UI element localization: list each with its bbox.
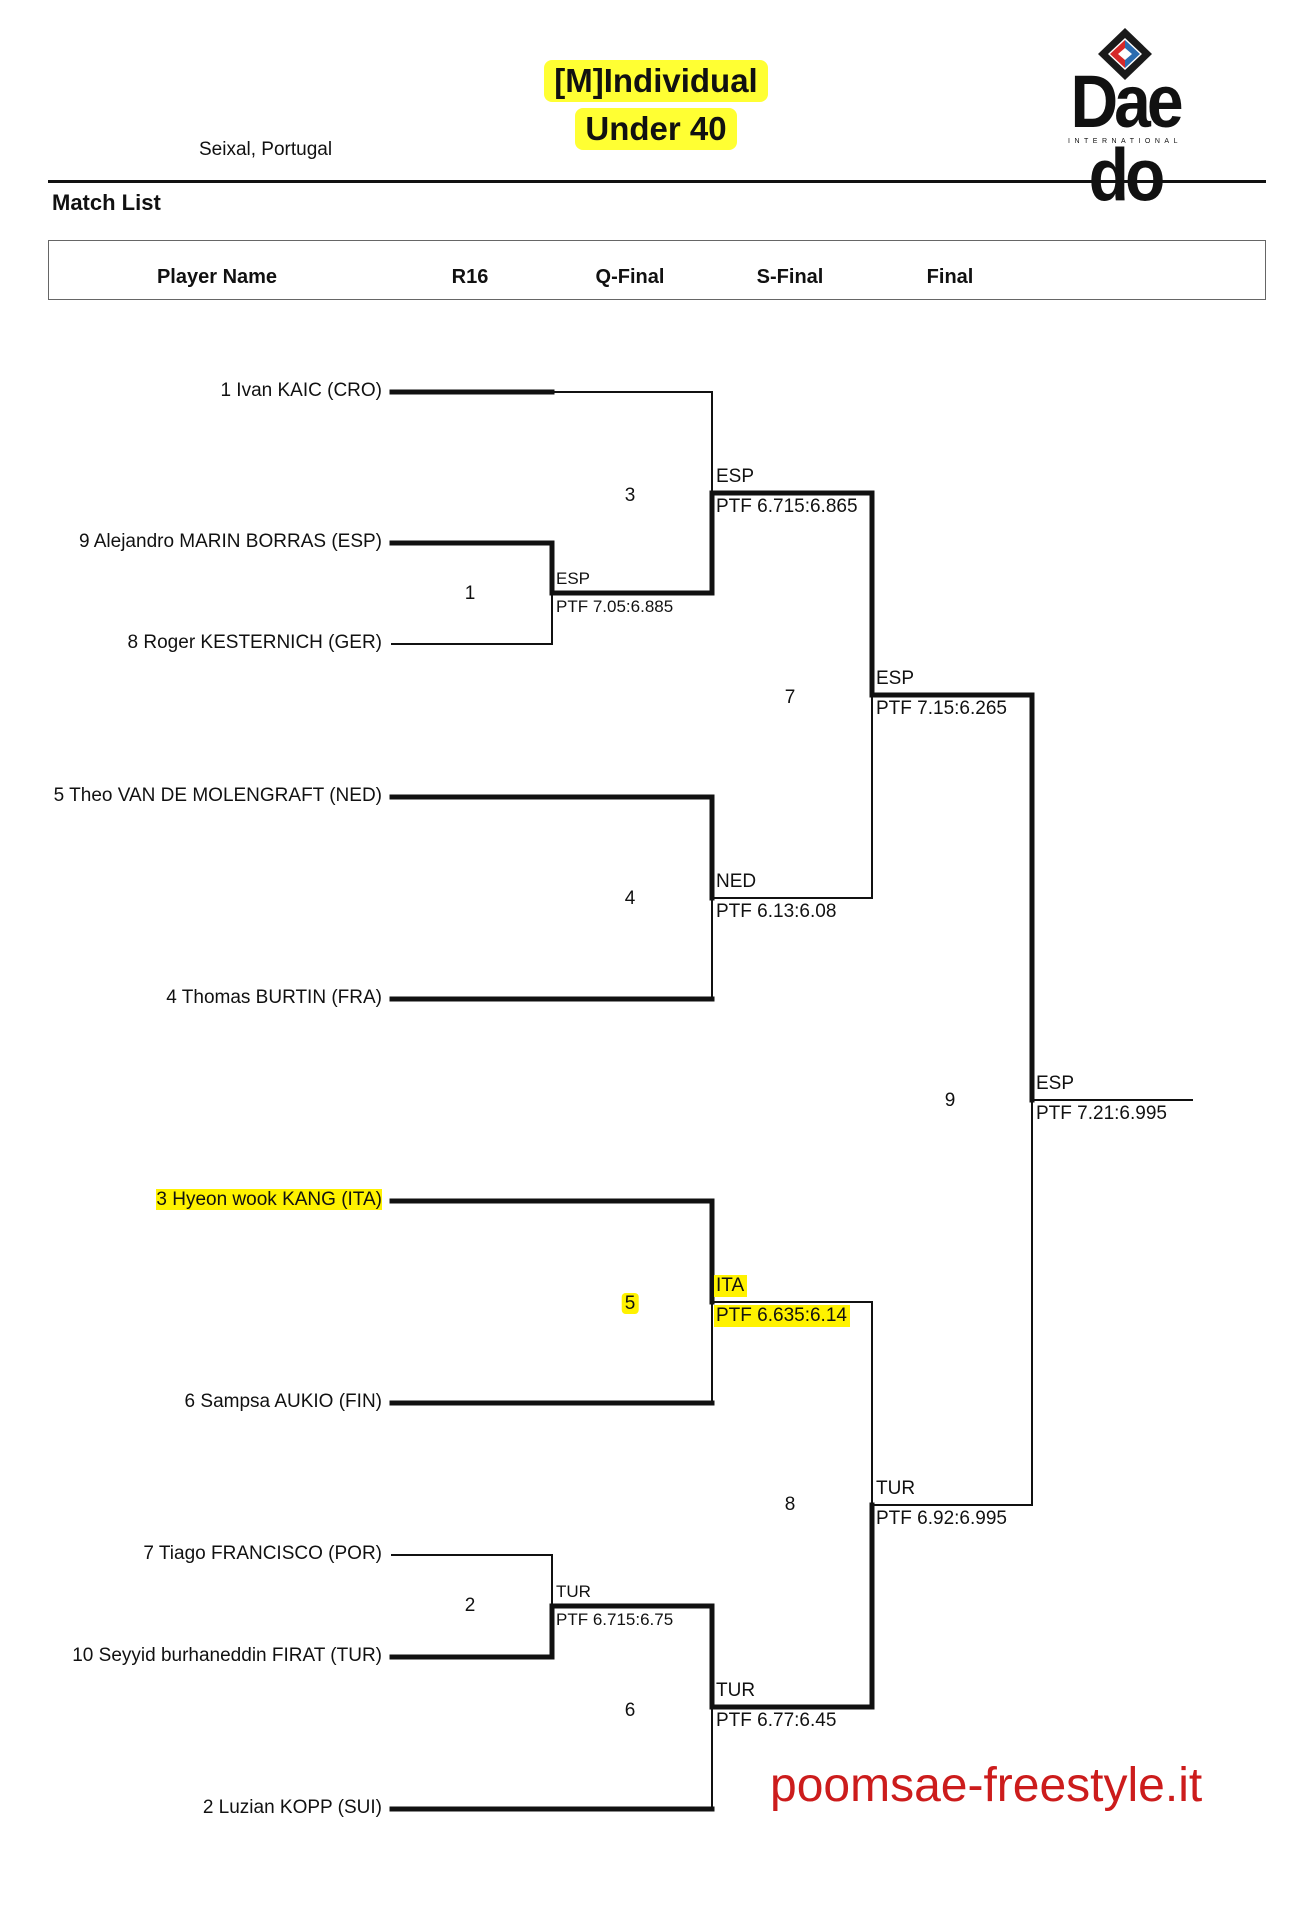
match-number: 9 <box>944 1090 956 1111</box>
match-score: PTF 7.05:6.885 <box>556 597 674 616</box>
venue-location: Seixal, Portugal <box>199 139 333 160</box>
match-score: PTF 6.715:6.75 <box>556 1610 674 1629</box>
daedo-logo: Dae do INTERNATIONAL <box>1036 26 1214 212</box>
match-winner: TUR <box>876 1478 916 1499</box>
player-entry: 10 Seyyid burhaneddin FIRAT (TUR) <box>72 1645 382 1666</box>
section-title: Match List <box>52 190 161 215</box>
match-number: 6 <box>624 1700 636 1721</box>
match-number: 7 <box>784 687 796 708</box>
player-entry: 4 Thomas BURTIN (FRA) <box>166 987 382 1008</box>
player-entry: 5 Theo VAN DE MOLENGRAFT (NED) <box>53 785 382 806</box>
match-winner: ESP <box>556 569 591 588</box>
player-entry: 6 Sampsa AUKIO (FIN) <box>184 1391 382 1412</box>
match-score: PTF 6.635:6.14 <box>714 1305 850 1327</box>
match-number: 4 <box>624 888 636 909</box>
match-score: PTF 6.715:6.865 <box>716 496 858 517</box>
match-winner: NED <box>716 871 757 892</box>
match-score: PTF 6.13:6.08 <box>716 901 837 922</box>
column-final: Final <box>926 266 974 288</box>
column-quarter-final: Q-Final <box>595 266 665 288</box>
player-entry: 2 Luzian KOPP (SUI) <box>202 1797 382 1818</box>
match-number: 1 <box>464 583 476 604</box>
match-score: PTF 7.15:6.265 <box>876 698 1007 719</box>
column-semi-final: S-Final <box>756 266 824 288</box>
player-entry: 8 Roger KESTERNICH (GER) <box>127 632 382 653</box>
column-header-bar <box>48 240 1266 300</box>
player-entry: 7 Tiago FRANCISCO (POR) <box>143 1543 382 1564</box>
final-score: PTF 7.21:6.995 <box>1036 1103 1167 1124</box>
champion-label: ESP <box>1036 1073 1075 1094</box>
column-player-name: Player Name <box>156 266 278 288</box>
daedo-logo-icon <box>1098 28 1152 80</box>
match-number: 2 <box>464 1595 476 1616</box>
watermark-text: poomsae-freestyle.it <box>770 1759 1203 1812</box>
match-winner: ESP <box>716 466 755 487</box>
competition-title: [M]Individual Under 40 <box>0 60 1312 150</box>
logo-subtext: INTERNATIONAL <box>1068 138 1182 145</box>
match-winner: TUR <box>716 1680 756 1701</box>
match-score: PTF 6.77:6.45 <box>716 1710 837 1731</box>
event-category: [M]Individual <box>544 60 768 102</box>
match-winner: ESP <box>876 668 915 689</box>
header-divider <box>48 180 1266 183</box>
match-number: 3 <box>624 485 636 506</box>
logo-wordmark: Dae do <box>1070 59 1183 217</box>
match-winner: ITA <box>714 1275 748 1297</box>
player-entry: 9 Alejandro MARIN BORRAS (ESP) <box>78 531 382 552</box>
player-entry: 1 Ivan KAIC (CRO) <box>220 380 382 401</box>
player-entry: 3 Hyeon wook KANG (ITA) <box>156 1189 382 1210</box>
match-winner: TUR <box>556 1582 591 1601</box>
match-score: PTF 6.92:6.995 <box>876 1508 1007 1529</box>
age-division: Under 40 <box>575 108 737 150</box>
column-r16: R16 <box>451 266 489 288</box>
match-number: 8 <box>784 1494 796 1515</box>
match-number: 5 <box>621 1293 639 1315</box>
